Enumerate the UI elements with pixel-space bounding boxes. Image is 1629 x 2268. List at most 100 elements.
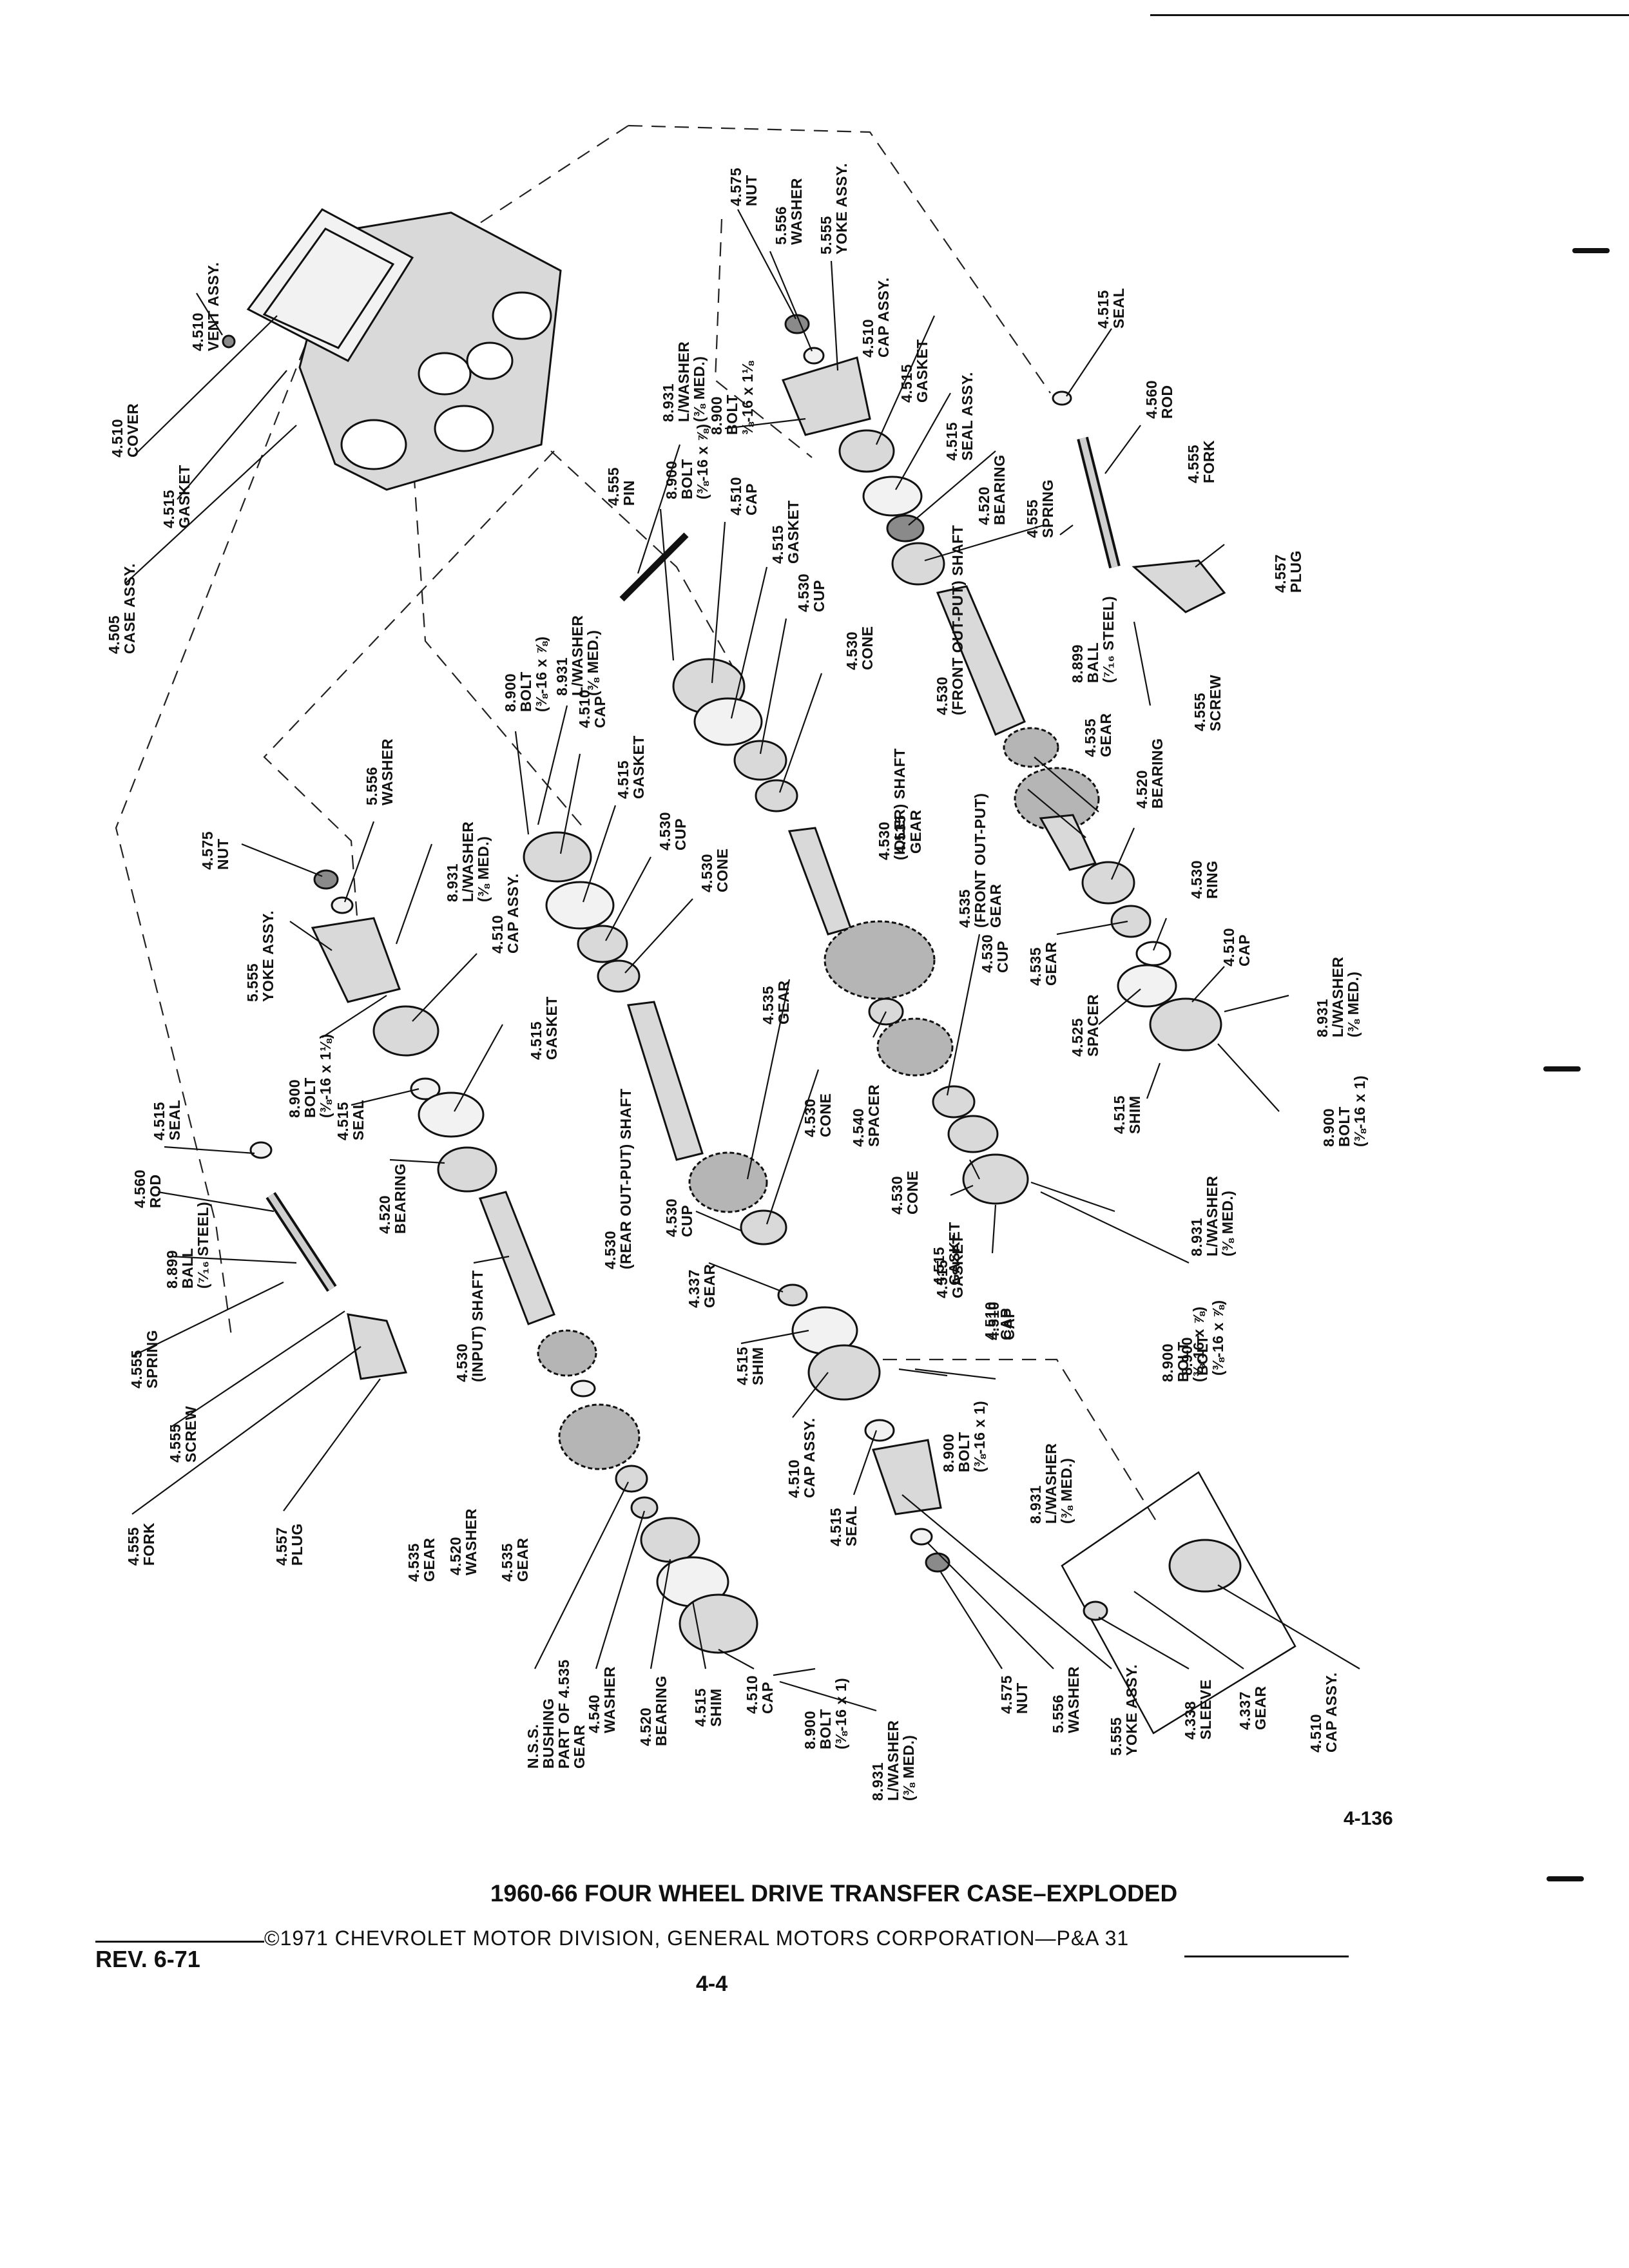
seal-rod-left-part (249, 1141, 273, 1159)
callout-sleeve-bottom: 4.338SLEEVE (1182, 1679, 1214, 1740)
seal-assy-front-part (886, 514, 925, 543)
callout-lwasher-bottom: 8.931L/WASHER(⅜ MED.) (869, 1720, 917, 1801)
callout-nut-left: 4.575NUT (199, 831, 231, 870)
callout-shim-bottom: 4.515SHIM (692, 1688, 724, 1727)
callout-cap-idler-low: 4.510CAP (985, 1302, 1017, 1340)
callout-shim-front: 4.515SHIM (1111, 1095, 1143, 1134)
callout-lwasher-front-yoke: 8.931L/WASHER(⅜ MED.) (660, 341, 708, 422)
callout-yoke-left: 5.555YOKE ASSY. (244, 910, 276, 1002)
cone-rear-top-part (597, 959, 641, 993)
callout-lwasher-rear-cap: 8.931L/WASHER(⅜ MED.) (554, 615, 601, 696)
callout-bolt-rear-cap: 8.900BOLT(⅜-16 x ⅞) (502, 637, 550, 713)
callout-cap-assy-left: 4.510CAP ASSY. (489, 873, 521, 954)
assembly-guide-line (263, 450, 555, 967)
callout-front-output-gear: 4.535(FRONT OUT-PUT)GEAR (956, 793, 1004, 928)
case-assembly (222, 208, 562, 491)
callout-gear-bottom-337: 4.337GEAR (1237, 1686, 1269, 1730)
callout-bolt-front-yoke: 8.900BOLT⅜-16 x 1⅛ (708, 360, 756, 435)
callout-bolt-idler-low: 8.900BOLT(⅜-16 x ⅞) (1179, 1300, 1226, 1376)
callout-cap-idler-top: 4.510CAP (728, 477, 760, 515)
callout-gasket-idler-low: 4.515GASKET (930, 1222, 963, 1285)
callout-gear-337: 4.337GEAR (686, 1264, 718, 1308)
cap-rear-top-part (523, 831, 592, 883)
callout-cone-idler-top: 4.530CONE (843, 626, 876, 670)
idler-gear-2-part (876, 1017, 954, 1077)
cone-rear-low-part (740, 1209, 787, 1245)
callout-nut-front: 4.575NUT (728, 168, 760, 206)
yoke-bottom-right-part (872, 1439, 942, 1515)
callout-bolt-front-low: 8.900BOLT(⅜-16 x 1) (1320, 1075, 1368, 1147)
callout-washer-front: 5.556WASHER (773, 178, 805, 245)
spacer-front-part (1110, 905, 1152, 938)
callout-input-shaft: 4.530(INPUT) SHAFT (454, 1270, 486, 1382)
callout-washer-input: 4.520WASHER (447, 1508, 479, 1575)
callout-case-assy: 4.505CASE ASSY. (106, 563, 138, 654)
callout-bushing: N.S.S.BUSHINGPART OF 4.535GEAR (525, 1659, 588, 1769)
callout-plug-left: 4.557PLUG (273, 1523, 305, 1566)
nut-bottom-part (925, 1552, 950, 1573)
revision-label: REV. 6-71 (95, 1946, 200, 1972)
callout-washer-bottom-2: 5.556WASHER (1050, 1666, 1082, 1733)
copyright-line: ©1971 CHEVROLET MOTOR DIVISION, GENERAL … (264, 1927, 1130, 1950)
callout-cap-assy-bottom: 4.510CAP ASSY. (1307, 1672, 1340, 1753)
callout-washer-bottom: 4.540WASHER (586, 1666, 618, 1733)
callout-bolt-left: 8.900BOLT(⅜-16 x 1⅛) (286, 1033, 334, 1118)
callout-gasket-case: 4.515GASKET (160, 465, 193, 528)
bearing-front-2-part (1081, 861, 1135, 905)
callout-bearing-bottom: 4.520BEARING (637, 1675, 670, 1746)
figure-reference: 4-136 (1344, 1808, 1393, 1829)
gasket-front-part (862, 476, 923, 517)
callout-labels: 4.510VENT ASSY.4.510COVER4.515GASKET4.50… (106, 163, 1368, 1801)
idler-gear-part (824, 920, 936, 1000)
ring-front-part (1135, 941, 1171, 966)
bushing-part (615, 1465, 648, 1493)
callout-gear-rear: 4.535GEAR (760, 981, 792, 1024)
divider-line (1184, 1956, 1349, 1957)
fork-left-part (347, 1313, 408, 1380)
cap-assy-front-part (838, 429, 895, 473)
gear-front-shaft-part (1003, 727, 1059, 768)
washer-bottom-part (630, 1496, 659, 1519)
callout-gear-input-1: 4.535GEAR (405, 1538, 438, 1582)
callout-spring-right: 4.555SPRING (1024, 479, 1056, 538)
yoke-left-part (311, 917, 401, 1003)
callout-cup-rear-low: 4.530CUP (663, 1198, 695, 1237)
divider-line (95, 1941, 264, 1943)
callout-cover: 4.510COVER (109, 403, 141, 457)
callout-bolt-idler-cap: 8.900BOLT(⅜-16 x ⅞) (663, 424, 711, 500)
page-title: 1960-66 FOUR WHEEL DRIVE TRANSFER CASE–E… (490, 1880, 1178, 1907)
callout-lwasher-front-low: 8.931L/WASHER(⅜ MED.) (1314, 957, 1362, 1037)
callout-shim-rear: 4.515SHIM (734, 1347, 766, 1385)
assembly-guide-line (883, 1358, 1161, 1528)
callout-seal-rear: 4.515SEAL (827, 1506, 860, 1546)
callout-yoke-front: 5.555YOKE ASSY. (818, 163, 850, 255)
cone-idler-low-part (932, 1085, 976, 1119)
callout-spacer-front: 4.525SPACER (1069, 994, 1101, 1057)
callout-lwasher-rear-low: 8.931L/WASHER(⅜ MED.) (1027, 1443, 1075, 1524)
callout-plug-right: 4.557PLUG (1272, 550, 1304, 593)
cup-rear-top-part (577, 925, 628, 963)
callout-front-output-shaft: 4.530(FRONT OUT-PUT) SHAFT (934, 525, 966, 715)
callout-cone-rear-low: 4.530CONE (802, 1093, 834, 1137)
washer-bottom-2-part (910, 1528, 933, 1546)
gear-input-2-part (558, 1403, 641, 1470)
callout-bolt-rear-low: 8.900BOLT(⅜-16 x 1) (940, 1401, 988, 1472)
gasket-rear-top-part (545, 881, 615, 930)
callout-seal-assy-front: 4.515SEAL ASSY. (943, 372, 976, 461)
callout-washer-left: 5.556WASHER (363, 738, 396, 805)
parts-drawing (115, 124, 1360, 1735)
yoke-front-part (781, 356, 871, 436)
callout-cup-idler-low: 4.530CUP (979, 934, 1011, 973)
callout-yoke-bottom: 5.555YOKE ASSY. (1108, 1664, 1140, 1756)
callout-gasket-front: 4.515GASKET (898, 339, 930, 403)
bearing-left-part (437, 1146, 497, 1193)
callout-bearing-front-2: 4.520BEARING (1133, 738, 1166, 809)
callout-cap-assy-front: 4.510CAP ASSY. (860, 277, 892, 358)
gear-rear-part (688, 1151, 768, 1213)
cone-idler-top-part (755, 779, 798, 812)
callout-gasket-rear-top: 4.515GASKET (615, 735, 647, 799)
callout-nut-bottom: 4.575NUT (998, 1675, 1030, 1714)
callout-ball-right: 8.899BALL(⁷⁄₁₆ STEEL) (1069, 596, 1117, 683)
input-shaft-part (478, 1191, 555, 1325)
gasket-idler-top-part (693, 697, 763, 746)
